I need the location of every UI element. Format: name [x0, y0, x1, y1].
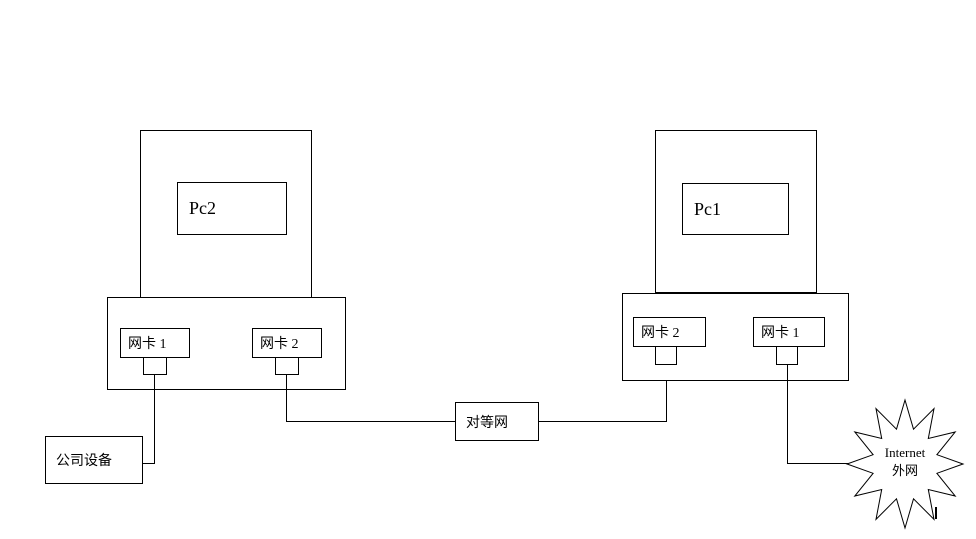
- pc1-nic2-box: 网卡 2: [633, 317, 706, 347]
- pc1-nic2-label: 网卡 2: [641, 326, 680, 341]
- pc2-nic1-port-stub: [143, 357, 167, 375]
- pc1-nic2-to-peer-line-vertical: [666, 365, 667, 422]
- pc1-nic1-to-internet-line-vertical: [787, 365, 788, 464]
- pc1-label-box: Pc1: [682, 183, 789, 235]
- pc1-nic2-to-peer-line-horizontal: [538, 421, 667, 422]
- pc1-nic1-label: 网卡 1: [761, 326, 800, 341]
- pc2-label-box: Pc2: [177, 182, 287, 235]
- pc2-nic2-box: 网卡 2: [252, 328, 322, 358]
- internet-label: Internet 外网: [845, 444, 965, 480]
- cursor-mark: [935, 507, 937, 519]
- pc2-nic1-box: 网卡 1: [120, 328, 190, 358]
- internet-label-line2: 外网: [891, 463, 918, 478]
- peer-network-box: 对等网: [455, 402, 539, 441]
- company-device-box: 公司设备: [45, 436, 143, 484]
- pc1-nic1-to-internet-line-horizontal: [787, 463, 849, 464]
- internet-label-line1: Internet: [884, 445, 926, 460]
- pc1-nic1-port-stub: [776, 346, 798, 365]
- pc1-label: Pc1: [694, 198, 721, 219]
- pc2-nic2-port-stub: [275, 357, 299, 375]
- pc2-nic1-to-company-line-horizontal: [143, 463, 155, 464]
- company-device-label: 公司设备: [56, 454, 112, 469]
- pc2-nic1-label: 网卡 1: [128, 337, 167, 352]
- pc2-nic2-label: 网卡 2: [260, 337, 299, 352]
- starburst-shape: [845, 398, 965, 530]
- pc1-nic1-box: 网卡 1: [753, 317, 825, 347]
- internet-starburst: Internet 外网: [845, 398, 965, 530]
- pc1-nic2-port-stub: [655, 346, 677, 365]
- peer-network-label: 对等网: [466, 415, 508, 431]
- pc2-nic1-to-company-line-vertical: [154, 375, 155, 464]
- pc2-nic2-to-peer-line-vertical: [286, 375, 287, 422]
- pc2-label: Pc2: [189, 198, 216, 218]
- pc2-nic2-to-peer-line-horizontal: [286, 421, 456, 422]
